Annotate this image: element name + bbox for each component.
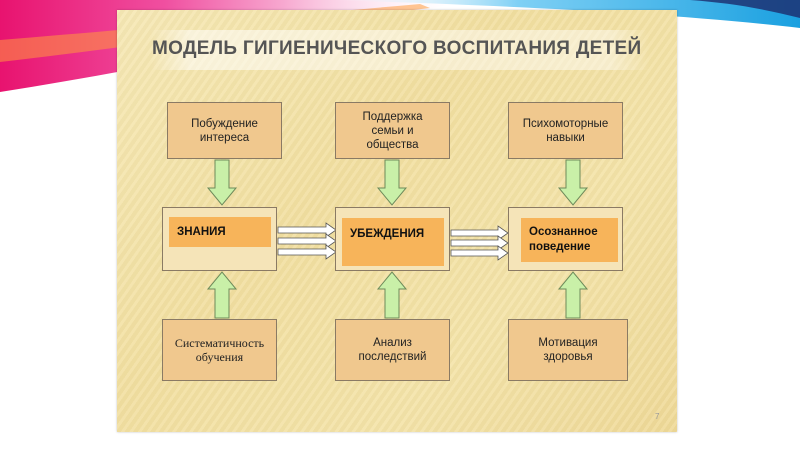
box-line: общества (366, 138, 419, 151)
knowledge-label: ЗНАНИЯ (169, 217, 271, 247)
box-line: УБЕЖДЕНИЯ (350, 228, 425, 240)
box-line: Мотивация (538, 337, 598, 349)
beliefs-label: УБЕЖДЕНИЯ (342, 218, 444, 266)
box-line: ЗНАНИЯ (177, 225, 226, 238)
box-line: Поддержка (362, 110, 423, 123)
box-line: здоровья (543, 351, 593, 363)
box-line: Психомоторные (522, 117, 609, 130)
box-line: интереса (199, 131, 250, 144)
box-line: Побуждение (191, 117, 258, 130)
box-line: Систематичность (174, 336, 265, 350)
box-line: семьи и (371, 124, 414, 137)
box-beliefs: УБЕЖДЕНИЯ (335, 207, 450, 271)
slide-title: МОДЕЛЬ ГИГИЕНИЧЕСКОГО ВОСПИТАНИЯ ДЕТЕЙ (152, 38, 642, 59)
title-bar (150, 30, 650, 70)
box-knowledge: ЗНАНИЯ (162, 207, 277, 271)
box-line: Осознанное (529, 226, 598, 238)
box-line: Анализ (373, 337, 412, 349)
page-number: 7 (655, 412, 660, 421)
box-line: навыки (546, 131, 585, 144)
box-conscious-behavior: Осознанное поведение (508, 207, 623, 271)
box-line: поведение (529, 241, 591, 253)
box-line: последствий (358, 351, 427, 363)
box-health-motivation: Мотивация здоровья (508, 319, 628, 381)
box-line: обучения (195, 350, 244, 364)
box-consequence-analysis: Анализ последствий (335, 319, 450, 381)
behavior-label: Осознанное поведение (521, 218, 618, 262)
